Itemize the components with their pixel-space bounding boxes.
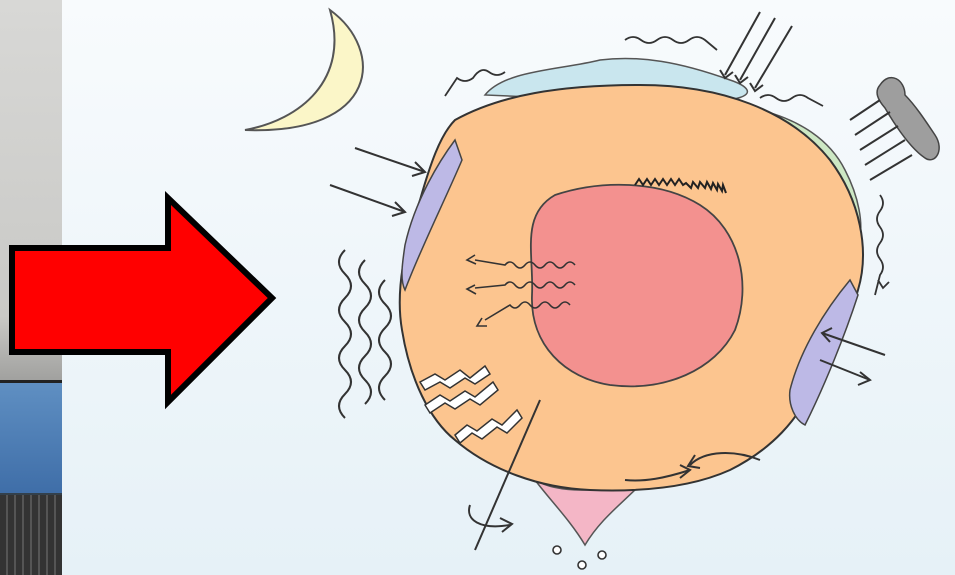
moon-icon bbox=[245, 10, 363, 130]
cloud-icon bbox=[877, 78, 939, 160]
incoming-arrows-left bbox=[330, 148, 425, 216]
incoming-rays bbox=[720, 12, 792, 91]
bubbles bbox=[553, 546, 606, 569]
red-arrow-icon bbox=[12, 198, 272, 402]
wavy-lines-icon bbox=[339, 250, 391, 418]
core bbox=[531, 185, 743, 387]
